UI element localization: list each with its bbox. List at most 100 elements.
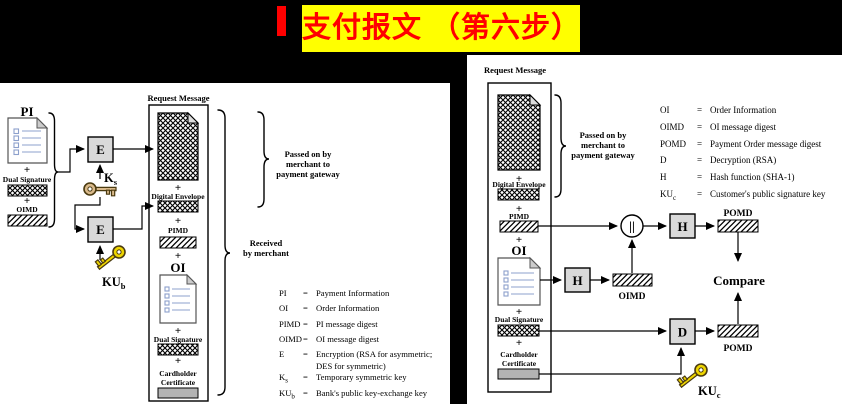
- passed-brace: [554, 94, 567, 198]
- encrypt-bottom-box: [87, 216, 114, 243]
- encrypt-bottom-label: E: [96, 222, 105, 237]
- pomd-top-label: POMD: [723, 209, 752, 219]
- pimd-bar: [159, 236, 197, 249]
- plus-sign: +: [516, 337, 522, 349]
- pimd-label: PIMD: [168, 226, 189, 235]
- plus-sign: +: [24, 164, 30, 176]
- legend-row: E=Encryption (RSA for asymmetric;DES for…: [279, 349, 433, 371]
- right-diagram: Request Message + Digital Envelope + PIM…: [484, 65, 765, 400]
- cardholder-label: Cardholder: [500, 350, 538, 359]
- ks-label: Ks: [104, 171, 118, 187]
- legend-row: KUb=Bank's public key-exchange key: [279, 387, 428, 401]
- left-diagram-panel: PI + Dual Signature + OIMD: [0, 83, 450, 404]
- legend-row: Ks=Temporary symmetric key: [279, 372, 407, 386]
- hash1-label: H: [572, 273, 582, 288]
- request-message-label: Request Message: [147, 93, 209, 103]
- red-fragment: [277, 6, 286, 36]
- right-diagram-panel: Request Message + Digital Envelope + PIM…: [467, 55, 842, 404]
- passed-text-3: payment gateway: [571, 150, 635, 160]
- passed-text-3: payment gateway: [276, 169, 340, 179]
- dual-signature-label: Dual Signature: [495, 315, 544, 324]
- request-message-box: [148, 104, 209, 402]
- plus-sign: +: [24, 195, 30, 207]
- connector-arrows: [538, 222, 742, 375]
- oimd-bar: [612, 273, 653, 287]
- pi-label: PI: [21, 104, 34, 119]
- legend-row: H=Hash function (SHA-1): [660, 172, 795, 183]
- passed-text-1: Passed on by: [285, 149, 333, 159]
- dual-signature-bar-2: [157, 343, 199, 356]
- pimd-label: PIMD: [509, 212, 530, 221]
- group-brace: [48, 112, 59, 228]
- left-diagram: PI + Dual Signature + OIMD: [3, 93, 340, 402]
- digital-envelope-bar: [497, 188, 540, 201]
- cardholder-certificate-bar: [157, 387, 199, 399]
- oi-doc-lines: [503, 270, 534, 297]
- dual-signature-label: Dual Signature: [3, 175, 52, 184]
- oi-label: OI: [170, 260, 185, 275]
- hash1-box: [564, 267, 591, 293]
- encrypt-top-box: [87, 136, 114, 163]
- passed-text-1: Passed on by: [580, 130, 628, 140]
- legend-row: OIMD=OI message digest: [279, 333, 380, 344]
- slide-title: 支付报文 （第六步）: [302, 5, 580, 52]
- oimd-label: OIMD: [16, 205, 38, 214]
- encrypt-top-label: E: [96, 142, 105, 157]
- pi-document: [7, 116, 49, 164]
- plus-sign: +: [516, 173, 522, 185]
- pomd-bottom-bar: [717, 324, 759, 338]
- decrypt-box: [669, 318, 696, 345]
- encrypted-payload-document: [497, 93, 542, 171]
- pi-doc-lines: [13, 128, 41, 156]
- kub-label: KUb: [102, 275, 126, 291]
- right-legend: OI=Order Information OIMD=OI message dig…: [660, 104, 842, 205]
- hash2-box: [669, 213, 696, 239]
- concat-circle: [620, 214, 644, 238]
- pomd-bottom-label: POMD: [723, 344, 752, 354]
- encrypted-payload-document: [157, 111, 200, 181]
- connector-arrows: [58, 145, 154, 260]
- plus-sign: +: [175, 182, 181, 194]
- legend-row: OI=Order Information: [279, 303, 380, 314]
- plus-sign: +: [175, 355, 181, 367]
- oi-doc-lines: [164, 286, 190, 313]
- cardholder-certificate-bar: [497, 368, 540, 380]
- kub-key-icon: [93, 242, 129, 274]
- received-brace: [217, 109, 231, 396]
- oi-label: OI: [511, 243, 526, 258]
- plus-sign: +: [175, 250, 181, 262]
- pimd-bar: [499, 220, 539, 233]
- request-message-box: [487, 82, 552, 393]
- legend-row: POMD=Payment Order message digest: [660, 138, 822, 149]
- concat-label: ||: [629, 219, 635, 234]
- digital-envelope-label: Digital Envelope: [151, 192, 205, 201]
- pomd-top-bar: [717, 219, 759, 233]
- cardholder-label: Cardholder: [159, 369, 197, 378]
- legend-row: D=Decryption (RSA): [660, 155, 777, 166]
- legend-row: OIMD=OI message digest: [660, 121, 776, 132]
- oimd-label: OIMD: [619, 292, 646, 302]
- oimd-bar: [7, 214, 48, 227]
- legend-row: PIMD=PI message digest: [279, 318, 378, 329]
- request-message-label: Request Message: [484, 65, 546, 75]
- plus-sign: +: [516, 306, 522, 318]
- legend-row: KUc=Customer's public signature key: [660, 188, 826, 202]
- legend-row: OI=Order Information: [660, 105, 777, 115]
- oi-document: [159, 273, 198, 324]
- certificate-label: Certificate: [161, 378, 196, 387]
- dual-signature-label-2: Dual Signature: [154, 335, 203, 344]
- plus-sign: +: [175, 215, 181, 227]
- passed-text-2: merchant to: [581, 140, 625, 150]
- compare-label: Compare: [713, 273, 765, 288]
- oi-document: [497, 256, 542, 306]
- legend-row: PI=Payment Information: [279, 288, 390, 298]
- received-text-1: Received: [250, 238, 283, 248]
- digital-envelope-bar: [157, 200, 199, 213]
- left-legend: PI=Payment Information OI=Order Informat…: [279, 288, 449, 403]
- certificate-label: Certificate: [502, 359, 537, 368]
- passed-brace: [257, 111, 270, 208]
- passed-text-2: merchant to: [286, 159, 330, 169]
- plus-sign: +: [516, 234, 522, 246]
- dual-signature-bar: [7, 184, 48, 197]
